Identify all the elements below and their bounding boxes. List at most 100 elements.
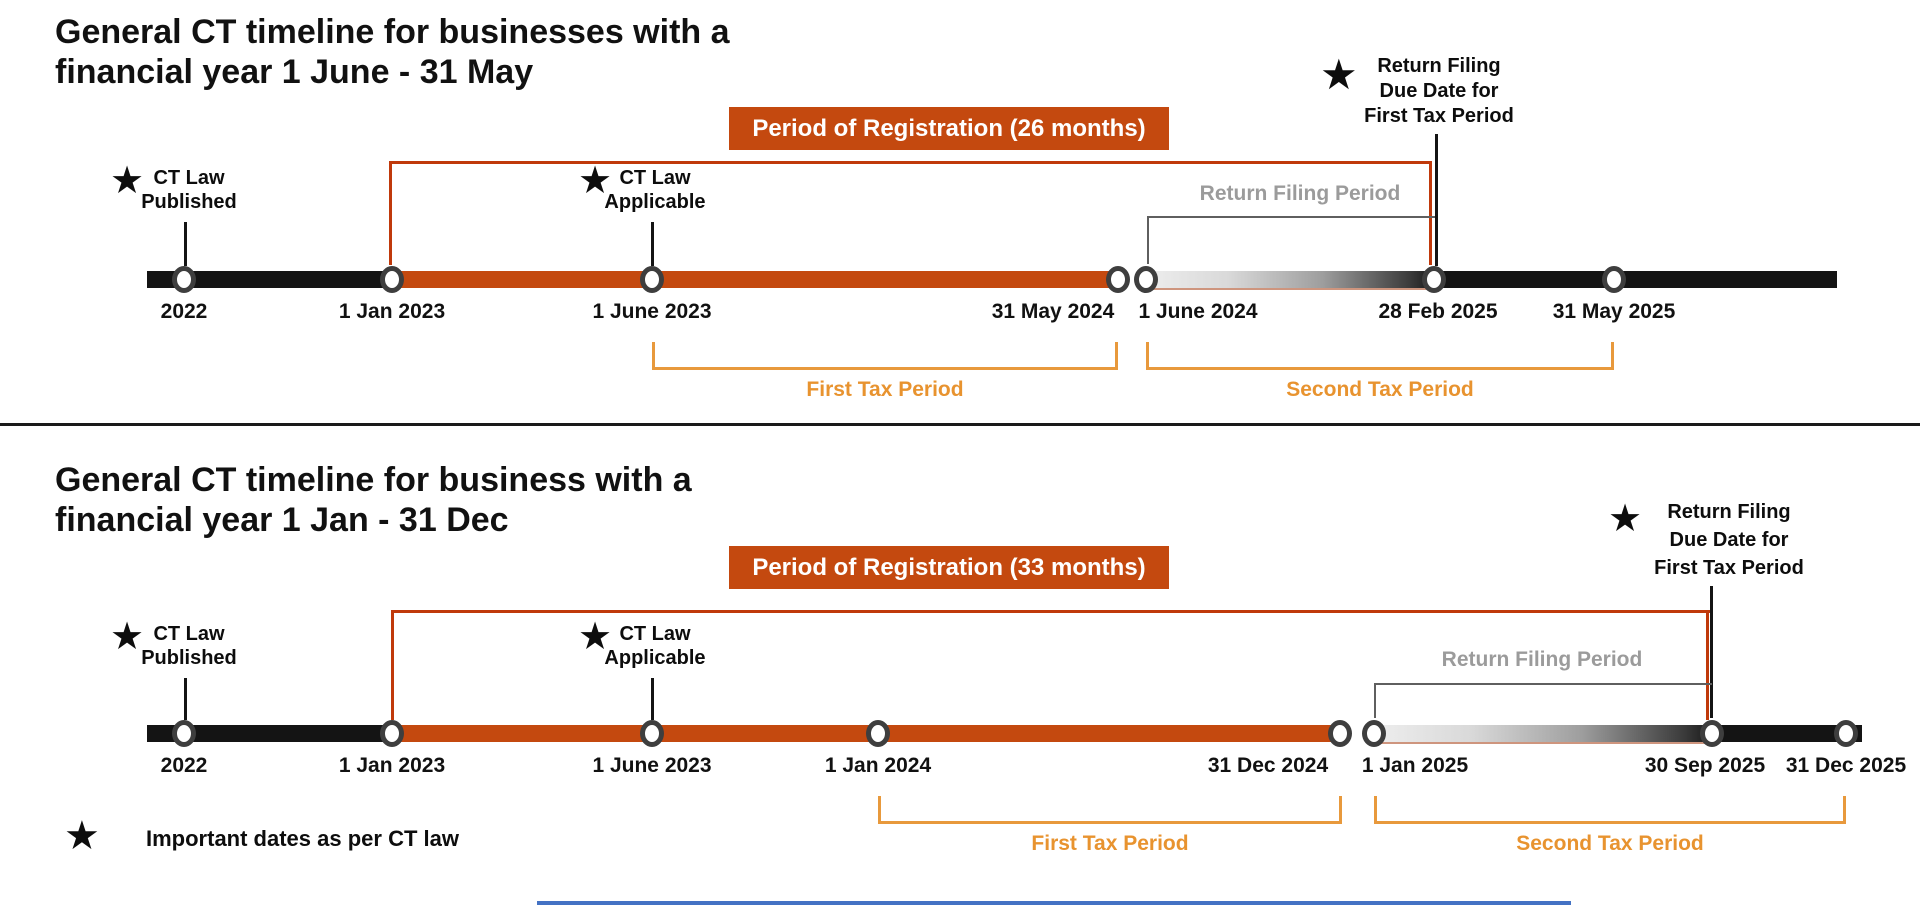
timeline-dot-1-june-2023 — [640, 720, 664, 747]
date-label: 1 Jan 2023 — [338, 754, 446, 777]
timeline-dot-1-jan-2024 — [866, 720, 890, 747]
timeline-bar-orange — [392, 725, 1334, 742]
return-filing-bracket-left-line — [1374, 683, 1376, 718]
second-tax-period-bracket — [1146, 342, 1614, 370]
section-title-line1: General CT timeline for business with a — [55, 461, 692, 499]
date-label: 2022 — [160, 754, 208, 777]
important-date-star-icon: ★ — [578, 616, 613, 658]
date-label: 1 June 2023 — [592, 300, 712, 323]
timeline-dot-1-jan-2023 — [380, 720, 404, 747]
timeline-dot-31-dec-2025 — [1834, 720, 1858, 747]
ct-law-published-line1: CT Law — [153, 167, 225, 189]
ct-law-published-line2: Published — [141, 647, 237, 669]
return-filing-bracket-top-line — [1374, 683, 1712, 685]
return-filing-due-line2: Due Date for — [1669, 529, 1789, 551]
timeline-dot-30-sep-2025 — [1700, 720, 1724, 747]
timeline-dot-28-feb-2025 — [1422, 266, 1446, 293]
date-label: 1 Jan 2023 — [338, 300, 446, 323]
ct-law-published-note: CT Law Published — [139, 622, 239, 670]
due-date-pointer-line — [1710, 586, 1713, 718]
date-label: 1 Jan 2024 — [824, 754, 932, 777]
return-filing-due-line3: First Tax Period — [1364, 105, 1514, 127]
registration-bracket-left-line — [391, 610, 394, 720]
ct-law-applicable-line2: Applicable — [604, 647, 706, 669]
important-date-star-icon: ★ — [1608, 498, 1643, 540]
timeline-bar-red-underline — [1147, 288, 1434, 290]
timeline-bar-black-right — [1712, 725, 1862, 742]
first-tax-period-label: First Tax Period — [1031, 832, 1189, 855]
section-title: General CT timeline for businesses with … — [55, 12, 730, 92]
registration-period-banner: Period of Registration (26 months) — [729, 107, 1169, 150]
registration-bracket-left-line — [389, 161, 392, 265]
return-filing-due-line2: Due Date for — [1379, 80, 1499, 102]
date-label: 1 Jan 2025 — [1361, 754, 1469, 777]
ct-law-published-pointer-line — [184, 222, 187, 266]
timeline-dot-31-may-2024 — [1106, 266, 1130, 293]
timeline-dot-2022 — [172, 266, 196, 293]
registration-period-banner: Period of Registration (33 months) — [729, 546, 1169, 589]
second-tax-period-label: Second Tax Period — [1286, 378, 1474, 401]
registration-bracket-right-line — [1429, 161, 1432, 265]
date-label: 31 May 2025 — [1552, 300, 1676, 323]
ct-law-published-pointer-line — [184, 678, 187, 720]
legend-label: Important dates as per CT law — [146, 826, 459, 851]
section-title-line1: General CT timeline for businesses with … — [55, 13, 730, 51]
timeline-dot-31-dec-2024 — [1328, 720, 1352, 747]
ct-law-published-line1: CT Law — [153, 623, 225, 645]
important-date-star-icon: ★ — [578, 160, 613, 202]
bottom-blue-line — [537, 901, 1571, 905]
important-date-star-icon: ★ — [64, 814, 100, 858]
ct-law-applicable-line1: CT Law — [619, 623, 691, 645]
return-filing-due-note: Return Filing Due Date for First Tax Per… — [1644, 498, 1814, 582]
return-filing-period-label: Return Filing Period — [1199, 182, 1401, 205]
ct-law-applicable-pointer-line — [651, 678, 654, 720]
timeline-dot-1-june-2023 — [640, 266, 664, 293]
return-filing-due-line1: Return Filing — [1667, 501, 1791, 523]
date-label: 30 Sep 2025 — [1644, 754, 1766, 777]
section-title-line2: financial year 1 Jan - 31 Dec — [55, 501, 509, 539]
return-filing-bracket-left-line — [1147, 216, 1149, 264]
timeline-bar-black-left — [147, 725, 392, 742]
timeline-dot-1-jan-2025 — [1362, 720, 1386, 747]
ct-law-applicable-line1: CT Law — [619, 167, 691, 189]
date-label: 1 June 2024 — [1138, 300, 1258, 323]
ct-law-published-line2: Published — [141, 191, 237, 213]
registration-bracket-right-line — [1706, 610, 1709, 720]
return-filing-due-line1: Return Filing — [1377, 55, 1501, 77]
ct-law-applicable-note: CT Law Applicable — [600, 622, 710, 670]
ct-law-applicable-line2: Applicable — [604, 191, 706, 213]
timeline-bar-orange — [392, 271, 1126, 288]
return-filing-bracket-top-line — [1147, 216, 1435, 218]
ct-law-published-note: CT Law Published — [139, 166, 239, 214]
timeline-bar-gradient — [1368, 725, 1712, 742]
important-date-star-icon: ★ — [1320, 51, 1358, 98]
section-title-line2: financial year 1 June - 31 May — [55, 53, 534, 91]
section-divider-line — [0, 423, 1920, 426]
date-label: 28 Feb 2025 — [1378, 300, 1498, 323]
first-tax-period-label: First Tax Period — [806, 378, 964, 401]
ct-law-applicable-note: CT Law Applicable — [600, 166, 710, 214]
section-title: General CT timeline for business with a … — [55, 460, 692, 540]
date-label: 31 Dec 2025 — [1785, 754, 1907, 777]
date-label: 31 Dec 2024 — [1207, 754, 1329, 777]
timeline-dot-2022 — [172, 720, 196, 747]
return-filing-due-note: Return Filing Due Date for First Tax Per… — [1358, 54, 1520, 129]
second-tax-period-label: Second Tax Period — [1516, 832, 1704, 855]
registration-bracket-top-line — [391, 610, 1710, 613]
ct-law-applicable-pointer-line — [651, 222, 654, 266]
first-tax-period-bracket — [878, 796, 1342, 824]
important-date-star-icon: ★ — [110, 160, 145, 202]
due-date-pointer-line — [1435, 134, 1438, 266]
timeline-bar-black-left — [147, 271, 392, 288]
first-tax-period-bracket — [652, 342, 1118, 370]
registration-bracket-top-line — [389, 161, 1432, 164]
timeline-bar-gradient — [1140, 271, 1434, 288]
timeline-bar-red-underline — [1374, 742, 1712, 744]
timeline-bar-black-right — [1434, 271, 1837, 288]
date-label: 2022 — [160, 300, 208, 323]
timeline-dot-31-may-2025 — [1602, 266, 1626, 293]
timeline-dot-1-jan-2023 — [380, 266, 404, 293]
date-label: 31 May 2024 — [991, 300, 1115, 323]
timeline-dot-1-june-2024 — [1134, 266, 1158, 293]
